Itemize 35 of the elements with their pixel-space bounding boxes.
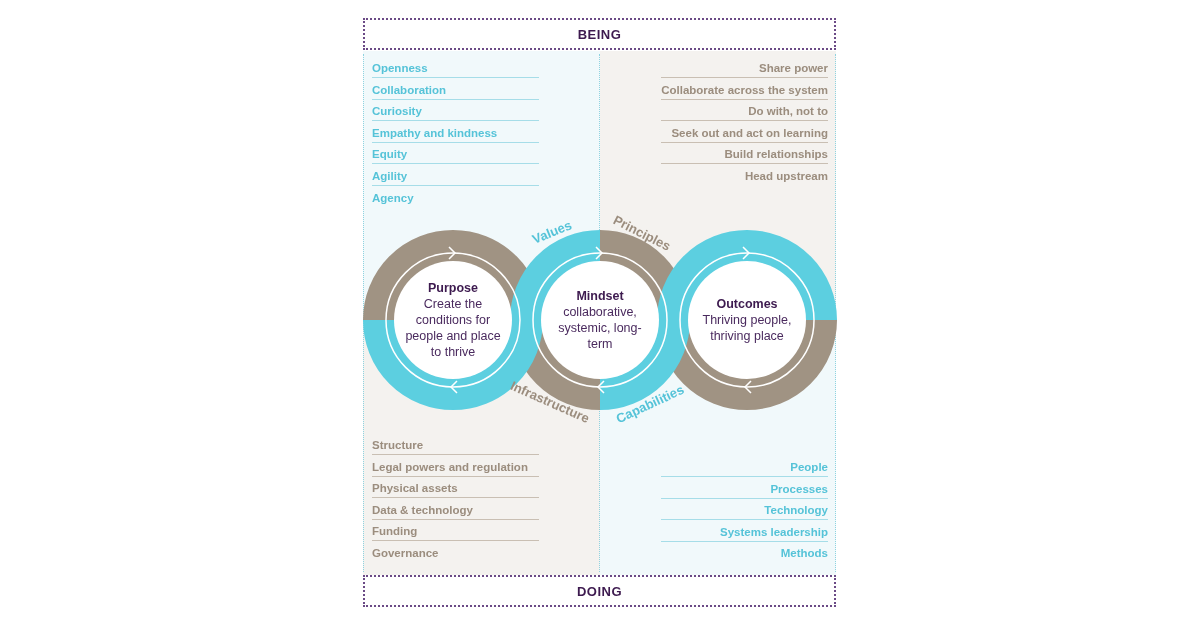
circle-heading: Mindset [576,288,624,304]
list-item: Equity [372,147,408,162]
list-item: Funding [372,524,418,539]
list-item: Build relationships [724,147,828,162]
list-item: Structure [372,438,424,452]
circle-text: Create the conditions for people and place to thrive [404,296,502,360]
list-item: Collaboration [372,82,447,97]
list-item: Methods [780,546,828,561]
ring-label: Values [530,217,574,247]
band-title: DOING [576,583,623,599]
list-item: Agility [372,169,408,183]
list-item: Collaborate across the system [661,82,828,97]
circle-text: collaborative, systemic, long-term [557,304,643,352]
list-item: Empathy and kindness [372,125,498,140]
list-item: Seek out and act on learning [671,125,828,140]
list-item: Do with, not to [748,104,828,119]
list-item: Data & technology [372,502,473,517]
circle-text: Thriving people, thriving place [701,312,793,344]
list-item: Systems leadership [719,524,828,539]
list-item: Share power [758,61,828,75]
list-item: People [790,460,828,474]
list-item: Legal powers and regulation [372,459,528,474]
list-item: Technology [764,503,828,518]
list-item: Agency [372,190,414,205]
band-header [363,18,836,50]
band-header [363,575,836,607]
list-item: Processes [770,481,828,496]
band-title: BEING [577,26,622,42]
list-item: Curiosity [372,104,422,119]
list-item: Physical assets [372,481,458,496]
list-item: Head upstream [744,169,828,183]
circle-heading: Outcomes [716,296,778,312]
circle-heading: Purpose [428,280,478,296]
list-item: Governance [372,546,439,560]
list-item: Openness [372,61,428,75]
